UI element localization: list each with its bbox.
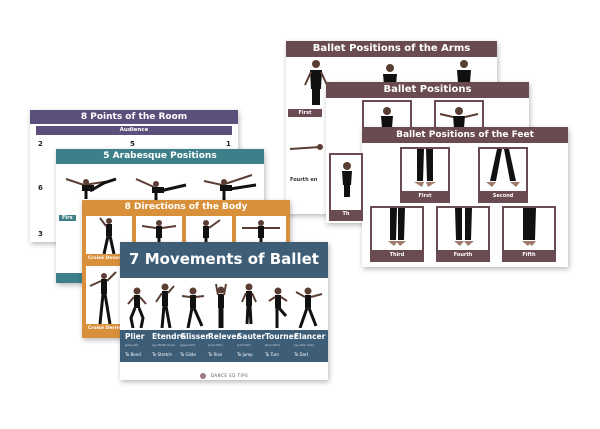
arms-dancer-4 (290, 144, 323, 150)
directions-photo-5 (86, 266, 122, 325)
directions-poster-title: 8 Directions of the Body (124, 202, 248, 212)
movement-sauter-pronunciation: (soh-TAY) (237, 343, 251, 347)
movement-elancer: Elancer (ay-lahn-SAY) To Dart (294, 332, 328, 357)
movement-dancer-elancer (295, 287, 323, 328)
arabesque-poster-title: 5 Arabesque Positions (56, 149, 264, 164)
feet-label-fifth: Fifth (504, 250, 554, 260)
directions-label-1: Croisé Devan (88, 256, 122, 261)
movement-glisser-pronunciation: (glee-SAY) (180, 343, 196, 347)
movement-glisser: Glisser (glee-SAY) To Glide (180, 332, 214, 357)
movement-elancer-name: Elancer (294, 332, 326, 341)
movement-sauter-translation: To Jump (237, 352, 253, 357)
movement-etendre: Etendre (ay-TAHN-druh) To Stretch (152, 332, 186, 357)
feet-left-label: Th (331, 210, 361, 219)
positions-side-strip: Th (329, 153, 363, 221)
feet-photo-fourth: Fourth (436, 206, 490, 262)
feet-photo-second: Second (478, 147, 528, 203)
movement-dancer-relever (215, 283, 227, 328)
movement-relever: Relever (ruhl-VAY) To Rise (208, 332, 242, 357)
arms-label-first: First (288, 109, 322, 117)
room-number-6: 6 (38, 184, 43, 192)
positions-photo-2 (434, 100, 484, 130)
movement-elancer-pronunciation: (ay-lahn-SAY) (294, 343, 315, 347)
movement-sauter-name: Sauter (237, 332, 266, 341)
movements-header: 7 Movements of Ballet (120, 242, 328, 278)
movement-tourner: Tourner (toor-NAY) To Turn (265, 332, 299, 357)
directions-label-2: Croisé Derrie (88, 326, 122, 331)
movement-dancer-etendre (155, 283, 175, 328)
movements-poster-title: 7 Movements of Ballet (129, 250, 319, 268)
ballet-positions-title: Ballet Positions (326, 82, 529, 98)
movement-relever-translation: To Rise (208, 352, 222, 357)
movement-tourner-translation: To Turn (265, 352, 279, 357)
feet-photo-fifth: Fifth (502, 206, 556, 262)
arabesque-dancer-1 (65, 177, 117, 199)
movement-elancer-translation: To Dart (294, 352, 309, 357)
movement-etendre-name: Etendre (152, 332, 186, 341)
arabesque-dancer-3 (203, 174, 257, 201)
arms-dancer-1 (304, 60, 328, 105)
movement-glisser-translation: To Glide (180, 352, 196, 357)
movement-relever-pronunciation: (ruhl-VAY) (208, 343, 223, 347)
movement-etendre-translation: To Stretch (152, 352, 172, 357)
brand-logo-icon (199, 372, 206, 379)
movement-plier-pronunciation: (plee-AY) (125, 343, 139, 347)
room-number-2: 2 (38, 140, 43, 148)
arms-poster-title: Ballet Positions of the Arms (286, 41, 497, 57)
brand-name: DANCE ED TIPS (210, 373, 249, 378)
feet-label-second: Second (480, 191, 526, 201)
room-poster-title: 8 Points of the Room (30, 110, 238, 124)
arms-label-fourth: Fourth en (290, 177, 318, 183)
room-number-5: 5 (130, 140, 135, 148)
positions-photo-1 (362, 100, 412, 130)
feet-photo-first: First (400, 147, 450, 203)
feet-label-first: First (402, 191, 448, 201)
movement-sauter: Sauter (soh-TAY) To Jump (237, 332, 271, 357)
room-audience-label: Audience (36, 126, 232, 135)
feet-poster: Ballet Positions of the Feet First Secon… (362, 127, 568, 267)
movements-names-band (120, 330, 328, 362)
feet-label-third: Third (372, 250, 422, 260)
brand-footer: DANCE ED TIPS (120, 365, 328, 380)
movement-dancer-glisser (181, 287, 205, 328)
feet-label-fourth: Fourth (438, 250, 488, 260)
movements-poster: 7 Movements of Ballet Plier (plee-AY) To… (120, 242, 328, 380)
movement-tourner-pronunciation: (toor-NAY) (265, 343, 281, 347)
arms-dancer-3 (457, 60, 471, 83)
room-number-1: 1 (226, 140, 231, 148)
movement-plier-name: Plier (125, 332, 145, 341)
movement-tourner-name: Tourner (265, 332, 298, 341)
arabesque-dancer-2 (135, 178, 187, 201)
arabesque-left-label: Firs (59, 215, 76, 221)
movement-plier: Plier (plee-AY) To Bend (125, 332, 159, 357)
movement-relever-name: Relever (208, 332, 241, 341)
movement-plier-translation: To Bend (125, 352, 141, 357)
movement-dancer-tourner (268, 287, 288, 328)
room-number-3: 3 (38, 230, 43, 238)
movement-dancer-sauter (241, 283, 257, 325)
movement-etendre-pronunciation: (ay-TAHN-druh) (152, 343, 175, 347)
movement-dancer-plier (127, 287, 147, 328)
feet-poster-title: Ballet Positions of the Feet (362, 127, 568, 143)
feet-photo-third: Third (370, 206, 424, 262)
movement-glisser-name: Glisser (180, 332, 210, 341)
